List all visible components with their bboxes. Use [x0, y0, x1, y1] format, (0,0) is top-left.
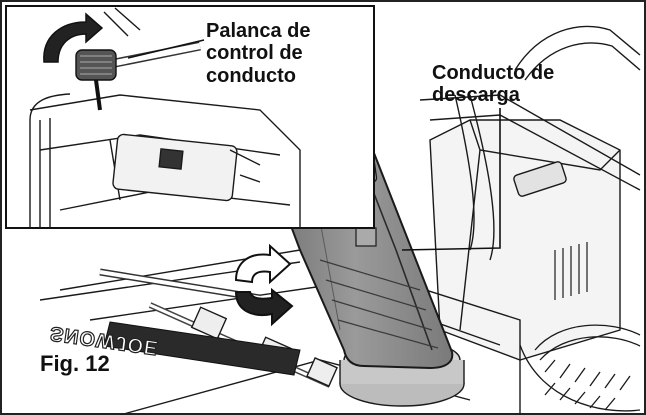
callout-chute-line-1: Conducto de [432, 62, 555, 84]
callout-chute-line-2: descarga [432, 84, 520, 107]
figure-number: Fig. 12 [40, 351, 110, 376]
lever-leader-line [127, 39, 205, 59]
callout-lever-line-2: control de [206, 42, 303, 65]
inset-rotation-arrow-icon [43, 12, 104, 63]
inset-detail [5, 5, 375, 229]
callout-lever-line-1: Palanca de [206, 20, 311, 42]
chute-control-lever [75, 49, 117, 111]
chute-rotation-arrow-icon [234, 243, 294, 327]
callout-lever-line-3: conducto [206, 64, 296, 87]
callout-chute-label: Conducto de descarga [432, 62, 592, 107]
callout-lever-label: Palanca de control de conducto [206, 20, 376, 87]
chute-leader-line [401, 108, 501, 251]
